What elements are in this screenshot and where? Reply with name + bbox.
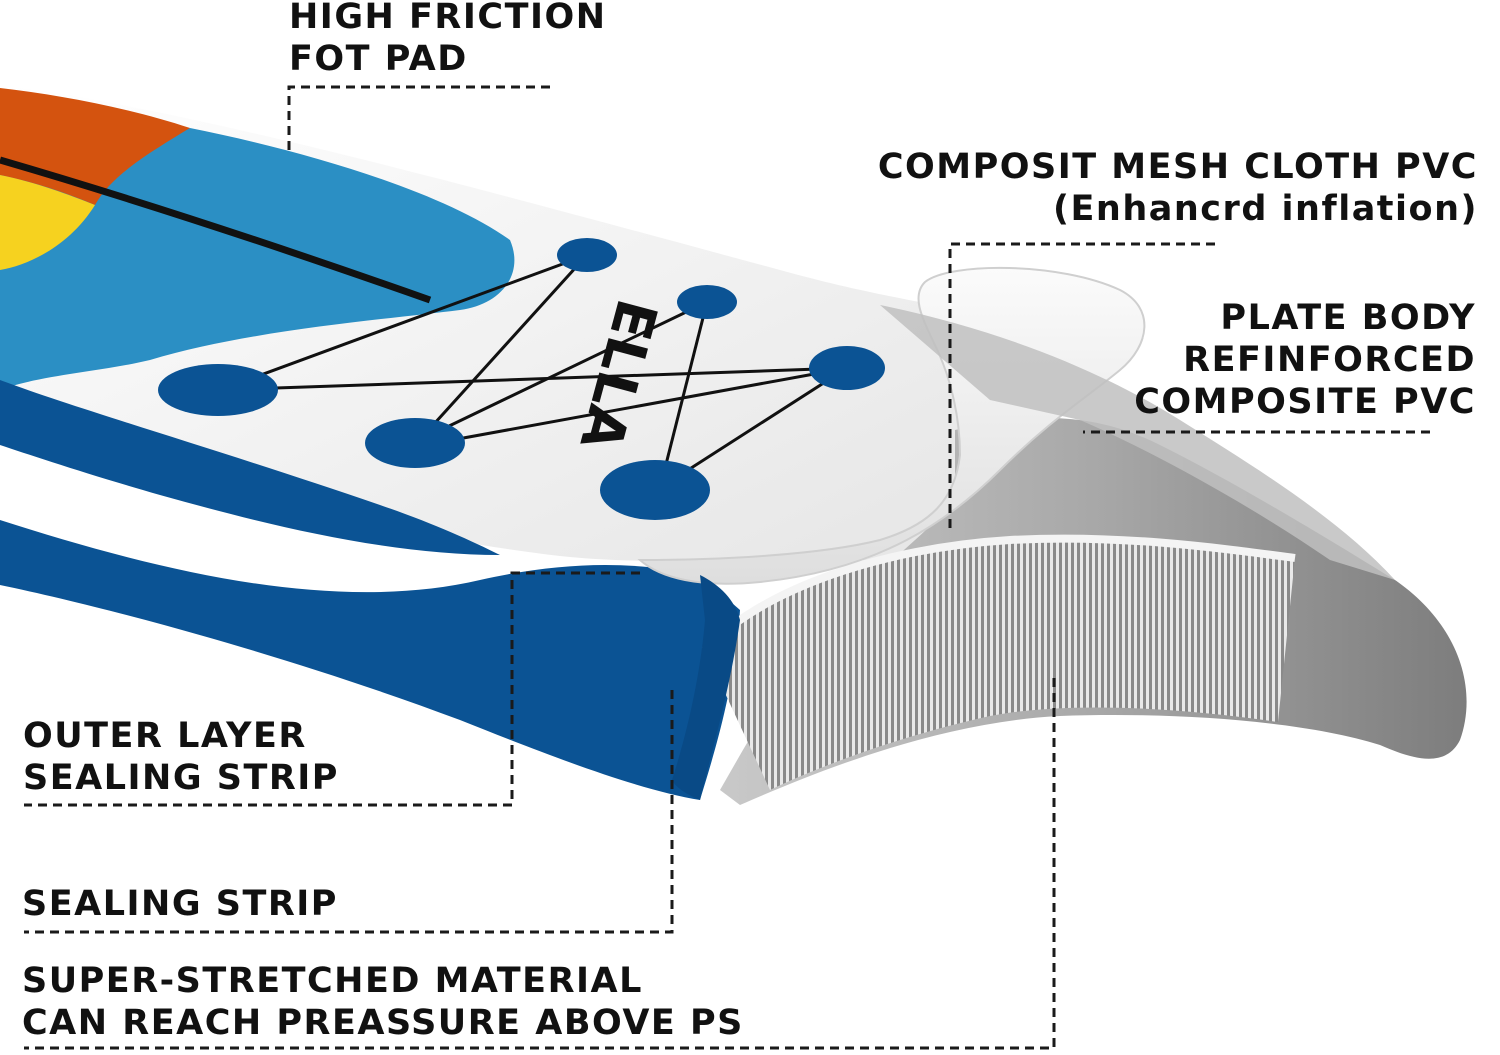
- board-side-rail: [0, 520, 740, 800]
- deck-navy-band: [0, 380, 500, 555]
- label-line: (Enhancrd inflation): [1053, 189, 1478, 229]
- label-line: SUPER-STRETCHED MATERIAL: [22, 961, 643, 1001]
- label-line: HIGH FRICTION: [289, 0, 607, 37]
- label-line: SEALING STRIP: [23, 758, 339, 798]
- label-plate-body: PLATE BODY REFINFORCED COMPOSITE PVC: [1134, 297, 1476, 423]
- deck-blue-swoosh: [0, 128, 515, 390]
- label-line: COMPOSIT MESH CLOTH PVC: [877, 147, 1478, 187]
- label-outer-layer: OUTER LAYER SEALING STRIP: [23, 715, 339, 799]
- rail-tip: [672, 575, 740, 800]
- deck-center-line: [0, 156, 432, 304]
- label-super-stretched: SUPER-STRETCHED MATERIAL CAN REACH PREAS…: [22, 960, 744, 1044]
- label-line: SEALING STRIP: [22, 884, 338, 924]
- label-line: OUTER LAYER: [23, 716, 307, 756]
- inner-cut-edge: [702, 534, 1296, 653]
- label-high-friction-pad: HIGH FRICTION FOT PAD: [289, 0, 607, 80]
- deck-yellow-panel: [0, 175, 95, 270]
- bungee-anchor-pads: [158, 238, 885, 520]
- label-line: PLATE BODY: [1220, 298, 1476, 338]
- label-line: CAN REACH PREASSURE ABOVE PS: [22, 1003, 744, 1043]
- leader-lines: [24, 85, 1430, 1050]
- label-line: FOT PAD: [289, 39, 468, 79]
- label-composit-mesh: COMPOSIT MESH CLOTH PVC (Enhancrd inflat…: [878, 146, 1478, 230]
- label-line: REFINFORCED: [1183, 340, 1476, 380]
- deck-edge-strip: [880, 305, 1395, 580]
- label-sealing-strip: SEALING STRIP: [22, 883, 338, 925]
- label-line: COMPOSITE PVC: [1134, 382, 1476, 422]
